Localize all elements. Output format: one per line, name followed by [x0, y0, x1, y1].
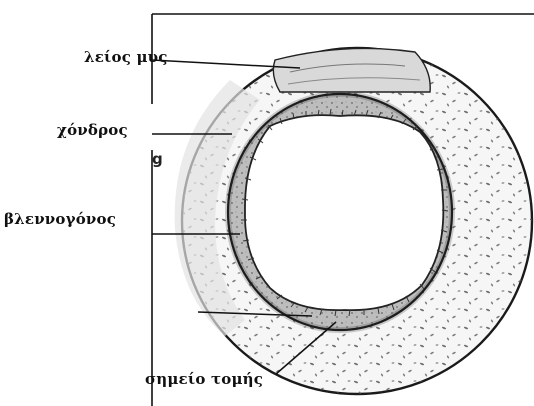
- label-cartilage: χόνδρος: [57, 121, 128, 139]
- label-cut-point: σημείο τομής: [145, 370, 263, 388]
- lumen: [241, 109, 448, 316]
- smooth-muscle-band: [273, 48, 430, 92]
- label-smooth-muscle: λείος μυς: [84, 48, 168, 66]
- label-mucosa: βλεννογόνος: [4, 210, 116, 228]
- marker-g: g: [152, 150, 163, 168]
